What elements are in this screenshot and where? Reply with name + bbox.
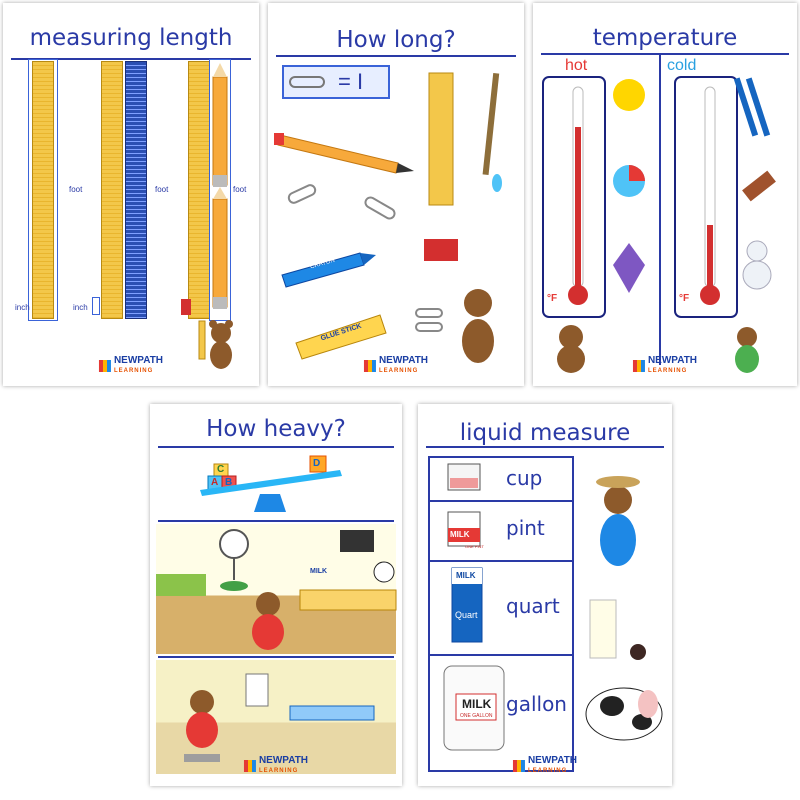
block-letter-a: A (211, 477, 219, 488)
brand-sub: LEARNING (647, 368, 688, 374)
brand-name: NEWPATH (527, 755, 578, 766)
brand-sub: LEARNING (258, 768, 299, 774)
doctor-details (184, 673, 375, 762)
grocery-details (156, 529, 397, 650)
foot-label: foot (233, 185, 247, 194)
title-divider (541, 53, 789, 55)
brand-logo: NEWPATH LEARNING (243, 755, 309, 776)
brand-name: NEWPATH (647, 355, 698, 366)
title-divider (11, 58, 251, 60)
brand-icon (363, 360, 376, 372)
brand-sub: LEARNING (378, 368, 419, 374)
gallon-label: gallon (506, 692, 567, 716)
foot-ruler (32, 61, 54, 319)
supplies-illustration (274, 72, 502, 363)
poster-title: liquid measure (459, 420, 631, 446)
inch-label: inch (73, 303, 88, 312)
brand-logo: NEWPATH LEARNING (98, 355, 164, 376)
paperclip-equation-box (282, 65, 390, 99)
cup-label: cup (506, 466, 543, 490)
gallon-jug-tag: ONE GALLON (460, 713, 493, 719)
poster-liquid-measure: liquid measure cup pint quart gallon MIL… (418, 404, 672, 786)
liquid-containers-illustration (443, 463, 663, 751)
pencil-bracket (209, 59, 231, 321)
bear-image (198, 320, 233, 369)
hot-label: hot (565, 57, 588, 74)
pint-carton-tag: ONE PINT (465, 544, 484, 549)
poster-how-long: How long? = I CRAYON GLUE STICK NEWP (268, 3, 524, 386)
quart-carton-tag: Quart (455, 610, 478, 620)
poster-title: measuring length (29, 25, 233, 51)
foot-label: foot (155, 185, 169, 194)
title-divider (276, 55, 516, 57)
quart-label: quart (506, 594, 560, 618)
balance-blocks-illustration (200, 455, 342, 512)
pint-carton-milk: MILK (450, 530, 470, 539)
brand-logo: NEWPATH LEARNING (363, 355, 429, 376)
brand-icon (98, 360, 111, 372)
brand-name: NEWPATH (378, 355, 429, 366)
column-divider (659, 53, 661, 365)
brand-sub: LEARNING (113, 368, 154, 374)
block-letter-d: D (313, 458, 321, 469)
pint-label: pint (506, 516, 545, 540)
inch-label: inch (15, 303, 30, 312)
zipper-image (125, 61, 147, 319)
foot-label: foot (69, 185, 83, 194)
paperclip-icon (289, 76, 325, 88)
block-letter-c: C (217, 464, 225, 475)
brand-icon (243, 760, 256, 772)
title-divider (426, 446, 664, 448)
title-divider (158, 446, 394, 448)
inch-bracket (92, 297, 100, 315)
brand-name: NEWPATH (258, 755, 309, 766)
row-divider (428, 654, 574, 656)
brand-name: NEWPATH (113, 355, 164, 366)
fahrenheit-unit-hot: °F (547, 293, 558, 304)
section-divider (158, 520, 394, 522)
thermometers-illustration (542, 76, 776, 373)
gallon-jug-milk: MILK (462, 697, 492, 711)
row-divider (428, 500, 574, 502)
row-divider (428, 560, 574, 562)
cold-label: cold (667, 57, 697, 74)
block-letter-b: B (225, 477, 233, 488)
milk-label: MILK (310, 568, 328, 575)
brand-sub: LEARNING (527, 768, 568, 774)
foot-bracket (28, 59, 58, 321)
brand-icon (632, 360, 645, 372)
measure-table (428, 456, 574, 772)
fahrenheit-unit-cold: °F (679, 293, 690, 304)
section-divider (158, 656, 394, 658)
poster-title: How heavy? (206, 416, 346, 442)
brand-logo: NEWPATH LEARNING (512, 755, 578, 776)
brand-icon (512, 760, 525, 772)
equation-text: = I (338, 69, 364, 94)
poster-temperature: temperature hot cold °F °F (533, 3, 797, 386)
brand-logo: NEWPATH LEARNING (632, 355, 698, 376)
poster-title: How long? (336, 27, 456, 53)
poster-title: temperature (592, 25, 738, 51)
foot-ruler (101, 61, 123, 319)
pencil-stack-image (181, 63, 228, 315)
quart-carton-milk: MILK (456, 571, 476, 580)
poster-measuring-length: measuring length foot inch foot inch foo… (3, 3, 259, 386)
